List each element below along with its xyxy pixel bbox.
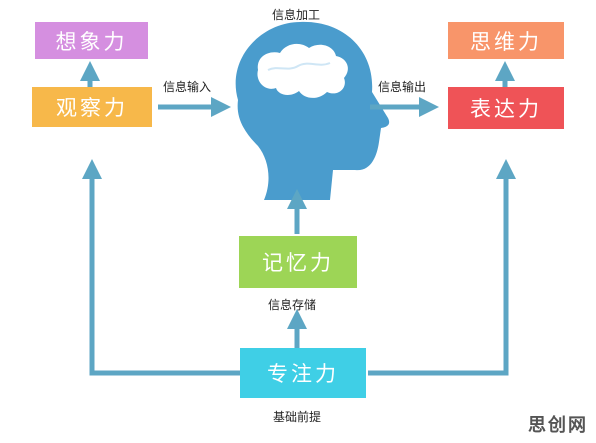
memory-box: 记忆力 bbox=[239, 236, 357, 288]
arrow-attention-to-observation bbox=[82, 159, 242, 376]
foundation-label: 基础前提 bbox=[273, 410, 322, 424]
imagination-box: 想象力 bbox=[35, 22, 148, 59]
information-processing-label: 信息加工 bbox=[272, 8, 321, 22]
brain-fold bbox=[267, 62, 331, 71]
arrow-attention-to-expression bbox=[368, 159, 516, 376]
information-storage-label: 信息存储 bbox=[268, 298, 317, 312]
expression-box: 表达力 bbox=[448, 87, 564, 129]
observation-box: 观察力 bbox=[32, 87, 152, 127]
brain-icon bbox=[257, 43, 348, 98]
site-watermark: 思创网 bbox=[528, 415, 588, 436]
information-output-label: 信息输出 bbox=[378, 80, 427, 94]
information-input-label: 信息输入 bbox=[163, 80, 212, 94]
thinking-box: 思维力 bbox=[448, 22, 564, 59]
attention-box: 专注力 bbox=[240, 348, 366, 398]
